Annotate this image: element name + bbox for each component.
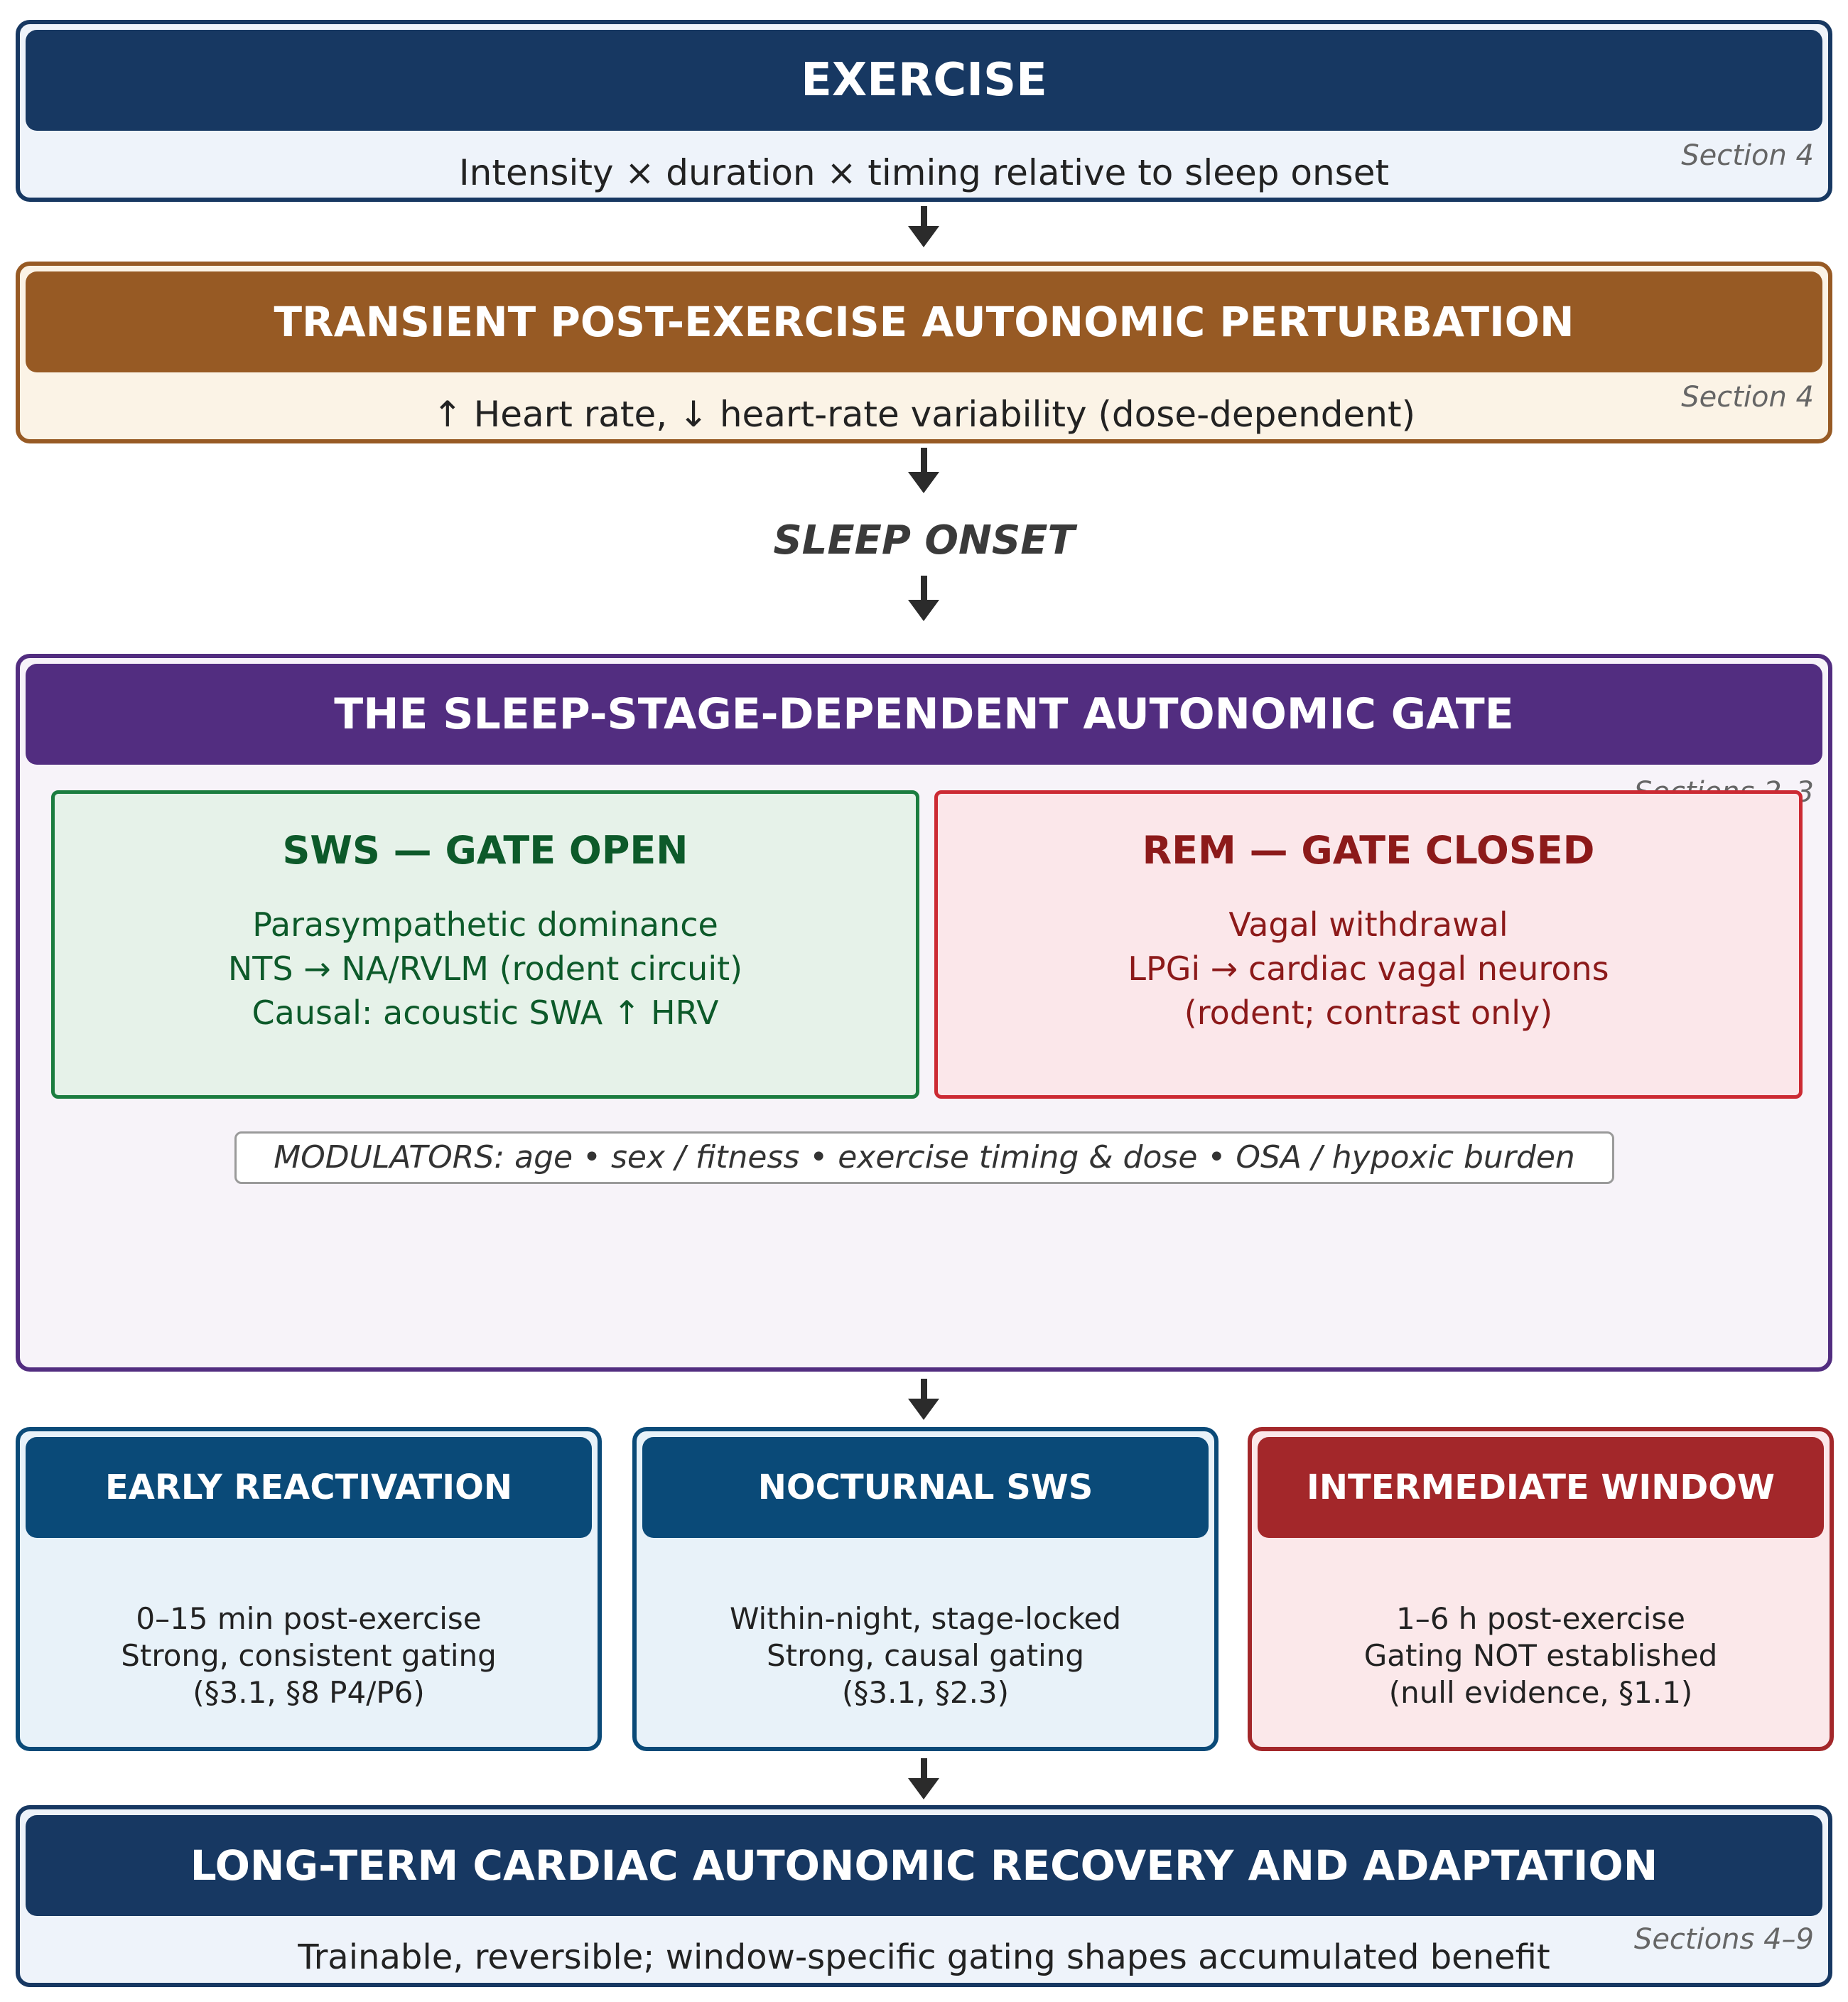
long-term-panel: LONG-TERM CARDIAC AUTONOMIC RECOVERY AND… (16, 1805, 1832, 1987)
long-term-title: LONG-TERM CARDIAC AUTONOMIC RECOVERY AND… (190, 1841, 1658, 1890)
rem-line: Vagal withdrawal (1228, 905, 1508, 944)
perturbation-subtitle: ↑ Heart rate, ↓ heart-rate variability (… (432, 394, 1416, 435)
window-line: 1–6 h post-exercise (1396, 1601, 1685, 1636)
rem-line: LPGi → cardiac vagal neurons (1128, 949, 1609, 988)
exercise-panel: EXERCISE Section 4 Intensity × duration … (16, 20, 1832, 202)
sws-line: Parasympathetic dominance (252, 905, 718, 944)
sws-line: Causal: acoustic SWA ↑ HRV (252, 994, 719, 1032)
exercise-section-tag: Section 4 (1681, 139, 1814, 172)
window-nocturnal-sws: NOCTURNAL SWS Within-night, stage-locked… (632, 1427, 1219, 1751)
window-title: EARLY REACTIVATION (104, 1468, 513, 1507)
window-intermediate: INTERMEDIATE WINDOW 1–6 h post-exercise … (1248, 1427, 1834, 1751)
window-line: (null evidence, §1.1) (1388, 1675, 1693, 1710)
window-title: INTERMEDIATE WINDOW (1306, 1468, 1775, 1507)
gate-title: THE SLEEP-STAGE-DEPENDENT AUTONOMIC GATE (334, 689, 1514, 739)
sleep-onset-label: SLEEP ONSET (773, 517, 1075, 564)
sws-line: NTS → NA/RVLM (rodent circuit) (227, 949, 743, 988)
rem-line: (rodent; contrast only) (1184, 994, 1553, 1032)
window-line: 0–15 min post-exercise (136, 1601, 482, 1636)
long-term-header: LONG-TERM CARDIAC AUTONOMIC RECOVERY AND… (26, 1815, 1822, 1916)
window-header: INTERMEDIATE WINDOW (1258, 1437, 1824, 1538)
window-line: Strong, causal gating (766, 1638, 1085, 1673)
window-header: EARLY REACTIVATION (26, 1437, 592, 1538)
rem-gate-closed-box: REM — GATE CLOSED Vagal withdrawal LPGi … (934, 790, 1803, 1099)
window-line: Within-night, stage-locked (729, 1601, 1122, 1636)
gate-header: THE SLEEP-STAGE-DEPENDENT AUTONOMIC GATE (26, 664, 1822, 765)
exercise-subtitle: Intensity × duration × timing relative t… (458, 152, 1390, 193)
perturbation-title: TRANSIENT POST-EXERCISE AUTONOMIC PERTUR… (274, 298, 1574, 346)
perturbation-section-tag: Section 4 (1681, 381, 1814, 414)
modulators-box: MODULATORS: age • sex / fitness • exerci… (234, 1131, 1614, 1184)
sws-gate-title: SWS — GATE OPEN (282, 828, 688, 873)
window-line: (§3.1, §8 P4/P6) (193, 1675, 425, 1710)
window-early-reactivation: EARLY REACTIVATION 0–15 min post-exercis… (16, 1427, 602, 1751)
long-term-section-tag: Sections 4–9 (1633, 1923, 1814, 1956)
exercise-title: EXERCISE (801, 54, 1047, 107)
window-title: NOCTURNAL SWS (757, 1468, 1093, 1507)
window-line: (§3.1, §2.3) (841, 1675, 1010, 1710)
rem-gate-title: REM — GATE CLOSED (1142, 828, 1595, 873)
long-term-subtitle: Trainable, reversible; window-specific g… (298, 1937, 1550, 1977)
window-header: NOCTURNAL SWS (642, 1437, 1209, 1538)
window-line: Strong, consistent gating (121, 1638, 497, 1673)
sws-gate-open-box: SWS — GATE OPEN Parasympathetic dominanc… (51, 790, 919, 1099)
perturbation-header: TRANSIENT POST-EXERCISE AUTONOMIC PERTUR… (26, 271, 1822, 372)
window-line: Gating NOT established (1363, 1638, 1718, 1673)
perturbation-panel: TRANSIENT POST-EXERCISE AUTONOMIC PERTUR… (16, 262, 1832, 443)
exercise-header: EXERCISE (26, 30, 1822, 131)
